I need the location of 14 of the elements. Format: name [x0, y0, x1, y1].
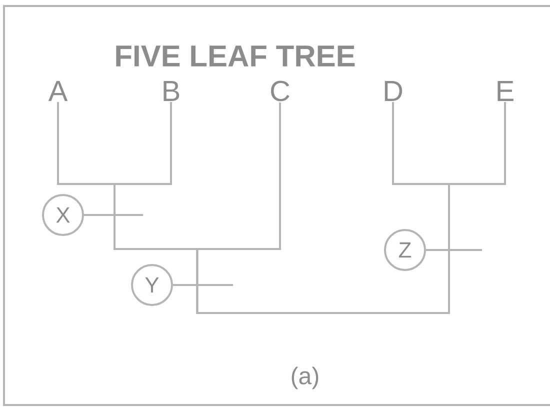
tree-branch — [196, 102, 506, 314]
caption: (a) — [292, 366, 318, 390]
leader-line — [84, 214, 143, 216]
leaf-label: E — [498, 81, 514, 101]
circled-letter: X — [42, 194, 84, 236]
circled-letter: Y — [131, 264, 173, 306]
leader-line — [426, 249, 482, 251]
leaf-label: B — [164, 81, 180, 101]
title: FIVE LEAF TREE — [116, 46, 355, 66]
leader-line — [173, 284, 233, 286]
leaf-label: D — [384, 81, 402, 101]
leaf-label: A — [48, 81, 68, 101]
circled-letter: Z — [384, 229, 426, 271]
leaf-label: C — [271, 80, 290, 102]
